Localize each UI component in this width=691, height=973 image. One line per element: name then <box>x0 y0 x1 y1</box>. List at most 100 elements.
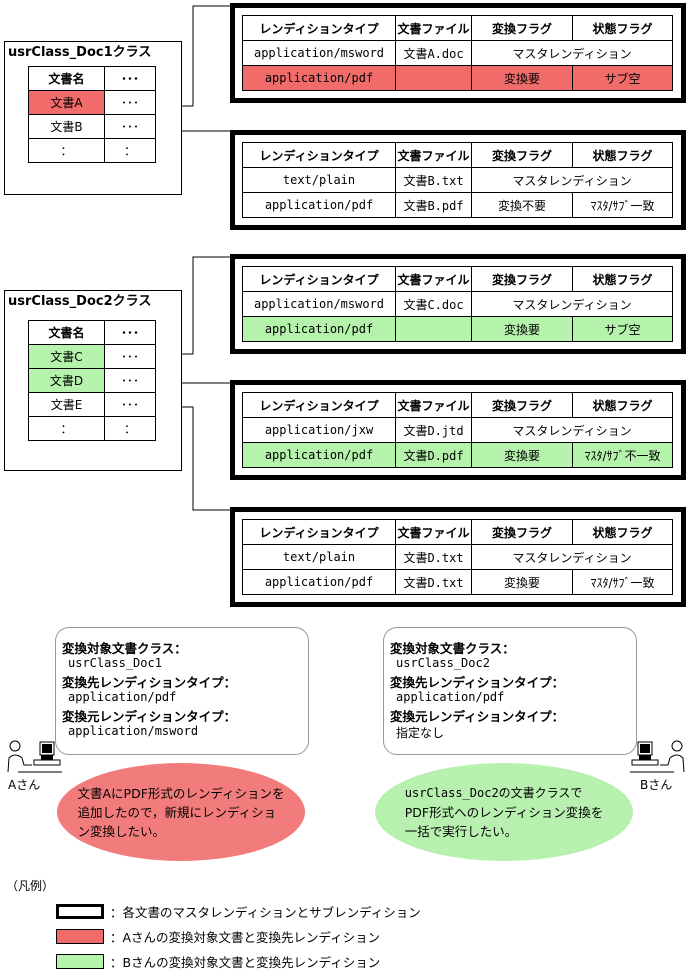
legend-swatch-red <box>56 929 104 944</box>
doc-b-cell[interactable]: 文書B <box>28 114 105 139</box>
class-header-name: 文書名 <box>28 320 105 345</box>
status-flag-cell: ﾏｽﾀ/ｻﾌﾞ不一致 <box>572 442 673 468</box>
rendition-header: 文書ファイル <box>395 266 472 292</box>
class-title: usrClass_Doc2クラス <box>8 294 152 309</box>
document-file-cell: 文書D.txt <box>395 569 472 595</box>
more-cell: ： <box>28 416 105 441</box>
request-bubble-a: 変換対象文書クラス： usrClass_Doc1 変換先レンディションタイプ： … <box>55 627 309 755</box>
document-file-cell: 文書D.txt <box>395 544 472 570</box>
more-cell: ： <box>28 138 105 163</box>
rendition-table-4: レンディションタイプ文書ファイル変換フラグ状態フラグ application/jx… <box>230 380 686 480</box>
etc-cell: ･･･ <box>104 392 156 417</box>
master-rendition-cell: マスタレンディション <box>471 544 673 570</box>
bubble-value: usrClass_Doc2 <box>396 656 490 670</box>
status-flag-cell: サブ空 <box>572 65 673 91</box>
user-a-label: Aさん <box>8 778 41 792</box>
legend-swatch-green <box>56 954 104 969</box>
user-b-computer-icon <box>630 740 685 773</box>
legend-title: （凡例） <box>6 879 55 893</box>
rendition-type-cell: application/pdf <box>242 442 396 468</box>
document-file-cell: 文書D.pdf <box>395 442 472 468</box>
rendition-type-cell: application/pdf <box>242 65 396 91</box>
status-flag-cell: ﾏｽﾀ/ｻﾌﾞ一致 <box>572 569 673 595</box>
rendition-type-cell: application/msword <box>242 291 396 317</box>
more-cell: ： <box>104 138 156 163</box>
doc-e-cell[interactable]: 文書E <box>28 392 105 417</box>
status-flag-cell: ﾏｽﾀ/ｻﾌﾞ一致 <box>572 192 673 218</box>
bubble-value: usrClass_Doc1 <box>68 656 162 670</box>
bubble-label: 変換元レンディションタイプ： <box>390 709 565 724</box>
bubble-value: application/msword <box>68 724 199 738</box>
rendition-type-cell: application/msword <box>242 40 396 66</box>
document-file-cell: 文書B.txt <box>395 167 472 193</box>
rendition-type-cell: application/pdf <box>242 192 396 218</box>
more-cell: ： <box>104 416 156 441</box>
conversion-flag-cell: 変換要 <box>471 442 573 468</box>
rendition-header: 状態フラグ <box>572 392 673 418</box>
document-file-cell: 文書B.pdf <box>395 192 472 218</box>
user-b-label: Bさん <box>640 778 673 792</box>
rendition-header: 状態フラグ <box>572 142 673 168</box>
rendition-header: 状態フラグ <box>572 519 673 545</box>
doc-c-cell[interactable]: 文書C <box>28 344 105 369</box>
class-table: 文書名･･･ 文書C･･･ 文書D･･･ 文書E･･･ ：： <box>28 320 156 441</box>
rendition-type-cell: text/plain <box>242 544 396 570</box>
rendition-header: 状態フラグ <box>572 15 673 41</box>
rendition-header: レンディションタイプ <box>242 15 396 41</box>
class-header-etc: ･･･ <box>104 320 156 345</box>
document-file-cell: 文書D.jtd <box>395 417 472 443</box>
request-bubble-b: 変換対象文書クラス： usrClass_Doc2 変換先レンディションタイプ： … <box>383 627 637 755</box>
wish-line: 追加したので，新規にレンディショ <box>77 804 277 820</box>
document-file-cell: 文書C.doc <box>395 291 472 317</box>
class-header-name: 文書名 <box>28 66 105 91</box>
rendition-header: レンディションタイプ <box>242 519 396 545</box>
master-rendition-cell: マスタレンディション <box>471 291 673 317</box>
conversion-flag-cell: 変換不要 <box>471 192 573 218</box>
class-box-doc1: usrClass_Doc1クラス 文書名･･･ 文書A･･･ 文書B･･･ ：： <box>4 41 182 195</box>
class-header-etc: ･･･ <box>104 66 156 91</box>
legend-label: ：各文書のマスタレンディションとサブレンディション <box>110 905 421 920</box>
etc-cell: ･･･ <box>104 114 156 139</box>
bubble-value: application/pdf <box>68 690 177 704</box>
wish-line: PDF形式へのレンディション変換を <box>404 804 604 820</box>
conversion-flag-cell: 変換要 <box>471 569 573 595</box>
rendition-header: 文書ファイル <box>395 392 472 418</box>
rendition-type-cell: application/jxw <box>242 417 396 443</box>
legend-label: ：Bさんの変換対象文書と変換先レンディション <box>110 955 381 970</box>
wish-line: 文書AにPDF形式のレンディションを <box>77 785 285 801</box>
bubble-value: application/pdf <box>396 690 505 704</box>
etc-cell: ･･･ <box>104 344 156 369</box>
status-flag-cell: サブ空 <box>572 316 673 342</box>
rendition-header: 変換フラグ <box>471 392 573 418</box>
class-box-doc2: usrClass_Doc2クラス 文書名･･･ 文書C･･･ 文書D･･･ 文書… <box>4 290 182 471</box>
rendition-header: 変換フラグ <box>471 142 573 168</box>
etc-cell: ･･･ <box>104 90 156 115</box>
wish-line: usrClass_Doc2の文書クラスで <box>404 785 583 800</box>
doc-d-cell[interactable]: 文書D <box>28 368 105 393</box>
class-title: usrClass_Doc1クラス <box>8 45 152 60</box>
document-file-cell: 文書A.doc <box>395 40 472 66</box>
wish-line: 一括で実行したい。 <box>404 823 518 839</box>
rendition-type-cell: application/pdf <box>242 569 396 595</box>
wish-ellipse-b: usrClass_Doc2の文書クラスで PDF形式へのレンディション変換を 一… <box>375 763 633 861</box>
class-table: 文書名･･･ 文書A･･･ 文書B･･･ ：： <box>28 66 156 163</box>
rendition-header: 変換フラグ <box>471 266 573 292</box>
rendition-header: レンディションタイプ <box>242 392 396 418</box>
master-rendition-cell: マスタレンディション <box>471 40 673 66</box>
bubble-value: 指定なし <box>396 726 445 740</box>
rendition-header: レンディションタイプ <box>242 266 396 292</box>
wish-ellipse-a: 文書AにPDF形式のレンディションを 追加したので，新規にレンディショ ン変換し… <box>57 763 305 861</box>
user-a-computer-icon <box>7 740 62 773</box>
rendition-header: 変換フラグ <box>471 15 573 41</box>
rendition-header: 文書ファイル <box>395 519 472 545</box>
doc-a-cell[interactable]: 文書A <box>28 90 105 115</box>
